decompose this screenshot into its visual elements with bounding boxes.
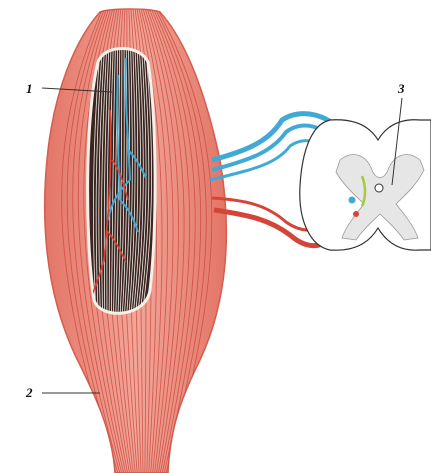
- callout-1: 1: [26, 81, 33, 96]
- motor-neuron-body: [353, 211, 359, 217]
- cutaway-window: [88, 49, 155, 316]
- sensory-terminal: [349, 197, 356, 204]
- callout-2: 2: [25, 385, 33, 400]
- callout-3: 3: [397, 81, 405, 96]
- spinal-cord-section: [300, 120, 431, 250]
- central-canal: [375, 184, 383, 192]
